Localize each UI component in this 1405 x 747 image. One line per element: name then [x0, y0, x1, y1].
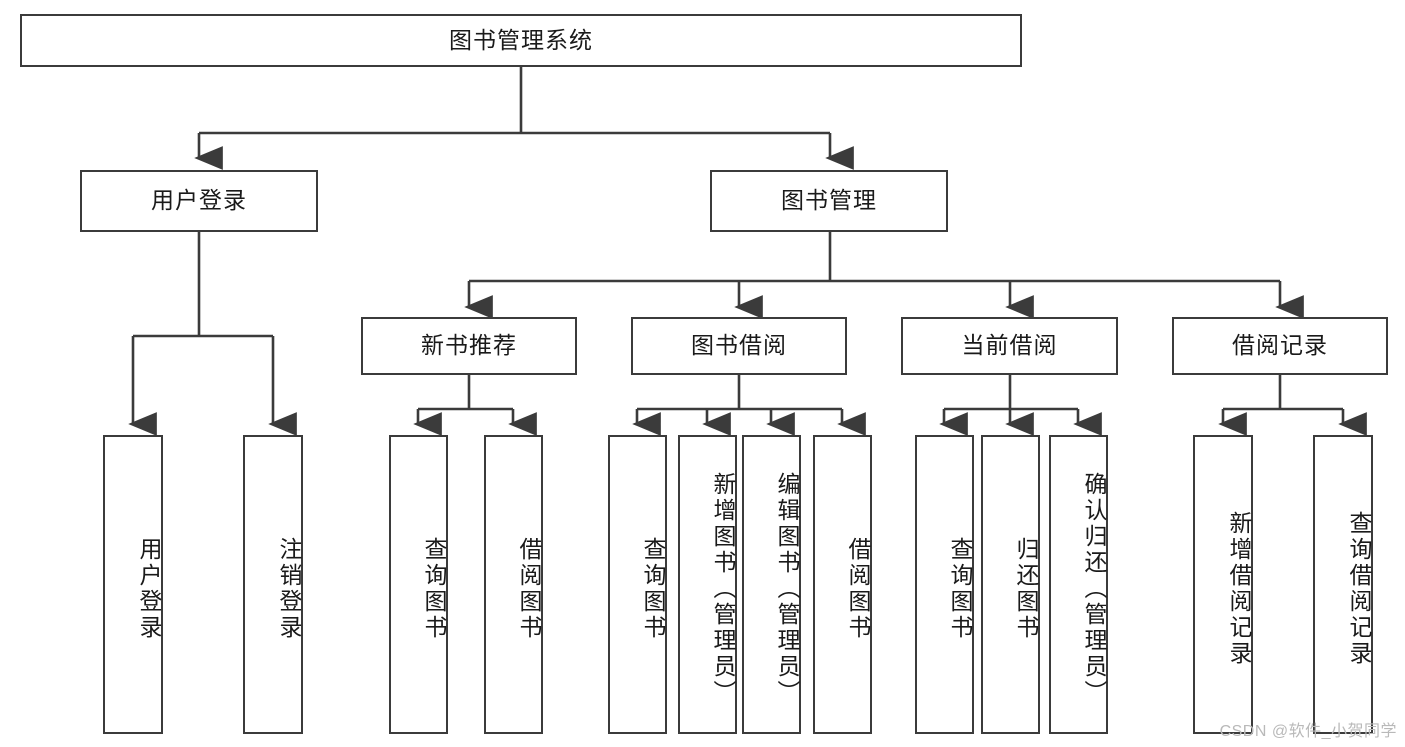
node-root-label: 图书管理系统 — [449, 26, 593, 53]
leaf-book-borrow-0[interactable]: 查询图书 — [608, 435, 667, 734]
node-borrow-record-label: 借阅记录 — [1232, 332, 1328, 359]
leaf-label: 注销登录 — [276, 536, 302, 641]
leaf-label: 归还图书 — [1013, 536, 1039, 641]
leaf-label: 查询图书 — [947, 536, 973, 641]
node-current-borrow[interactable]: 当前借阅 — [901, 317, 1118, 375]
node-book-borrow[interactable]: 图书借阅 — [631, 317, 847, 375]
leaf-borrow-record-0[interactable]: 新增借阅记录 — [1193, 435, 1253, 734]
leaf-new-book-recommend-1[interactable]: 借阅图书 — [484, 435, 543, 734]
node-book-manage[interactable]: 图书管理 — [710, 170, 948, 232]
node-user-login-label: 用户登录 — [151, 187, 247, 214]
leaf-book-borrow-1[interactable]: 新增图书（管理员） — [678, 435, 737, 734]
leaf-book-borrow-3[interactable]: 借阅图书 — [813, 435, 872, 734]
leaf-label: 确认归还（管理员） — [1081, 471, 1107, 706]
leaf-label: 用户登录 — [136, 536, 162, 641]
node-new-book-recommend[interactable]: 新书推荐 — [361, 317, 577, 375]
node-current-borrow-label: 当前借阅 — [961, 332, 1058, 359]
leaf-current-borrow-1[interactable]: 归还图书 — [981, 435, 1040, 734]
leaf-label: 查询借阅记录 — [1346, 510, 1372, 667]
leaf-user-login-1[interactable]: 注销登录 — [243, 435, 303, 734]
node-root[interactable]: 图书管理系统 — [20, 14, 1022, 67]
leaf-current-borrow-2[interactable]: 确认归还（管理员） — [1049, 435, 1108, 734]
node-book-borrow-label: 图书借阅 — [691, 332, 787, 359]
leaf-label: 借阅图书 — [845, 536, 871, 641]
node-borrow-record[interactable]: 借阅记录 — [1172, 317, 1388, 375]
leaf-label: 查询图书 — [421, 536, 447, 641]
leaf-borrow-record-1[interactable]: 查询借阅记录 — [1313, 435, 1373, 734]
leaf-user-login-0[interactable]: 用户登录 — [103, 435, 163, 734]
node-new-book-recommend-label: 新书推荐 — [421, 332, 517, 359]
leaf-label: 新增借阅记录 — [1226, 510, 1252, 667]
leaf-label: 查询图书 — [640, 536, 666, 641]
leaf-book-borrow-2[interactable]: 编辑图书（管理员） — [742, 435, 801, 734]
node-book-manage-label: 图书管理 — [781, 187, 877, 214]
leaf-current-borrow-0[interactable]: 查询图书 — [915, 435, 974, 734]
csdn-watermark: CSDN @软件_小贺同学 — [1219, 723, 1397, 740]
node-user-login[interactable]: 用户登录 — [80, 170, 318, 232]
leaf-label: 新增图书（管理员） — [710, 471, 736, 706]
leaf-label: 编辑图书（管理员） — [774, 471, 800, 706]
leaf-new-book-recommend-0[interactable]: 查询图书 — [389, 435, 448, 734]
leaf-label: 借阅图书 — [516, 536, 542, 641]
